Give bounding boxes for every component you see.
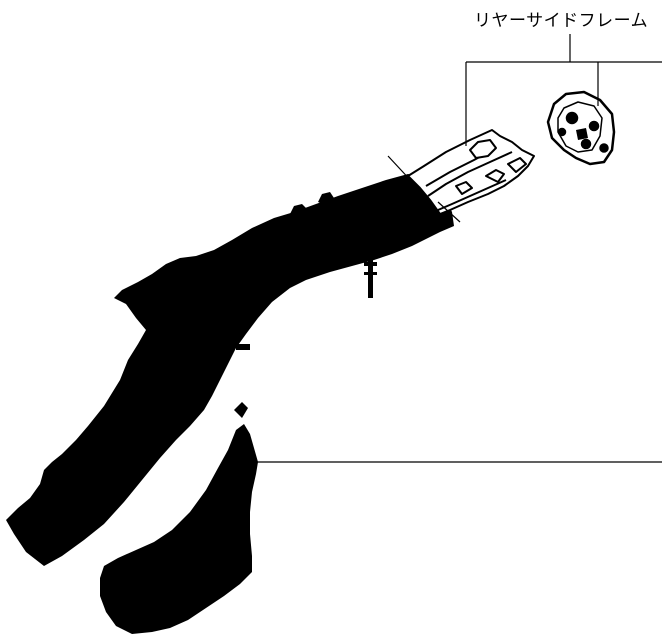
rear-side-frame-part — [407, 129, 535, 215]
lower-panel-part — [100, 424, 258, 634]
side-member-outer-part — [6, 174, 454, 566]
callout-leader-lines — [256, 34, 662, 463]
bracket-plate-part — [546, 90, 616, 166]
rear-side-frame-label: リヤーサイドフレーム — [474, 11, 649, 31]
